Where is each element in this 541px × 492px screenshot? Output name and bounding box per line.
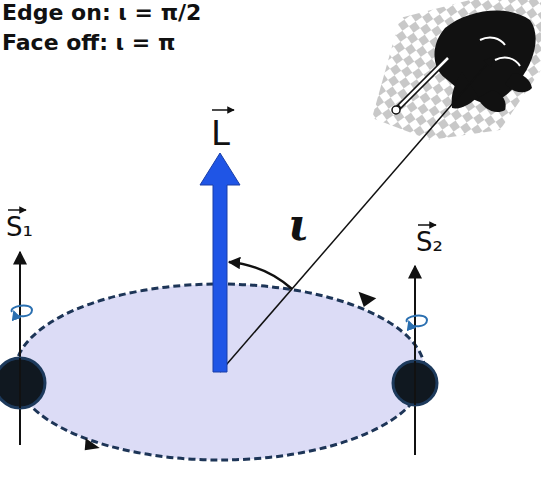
orbit-direction <box>359 289 378 308</box>
black-hole <box>393 361 437 405</box>
inclination-arc <box>229 262 292 289</box>
spin-swirl <box>12 306 32 317</box>
vector-symbol: S₁ <box>6 214 33 240</box>
vector-mark <box>418 224 436 226</box>
vector-symbol: L <box>211 116 230 150</box>
spin-swirl <box>407 316 427 327</box>
spin-arrow <box>19 252 21 445</box>
view-note: Edge on: ι = π/2 <box>2 2 201 24</box>
angular-momentum-arrow <box>200 153 240 372</box>
vector-mark <box>212 109 234 111</box>
orbit-direction <box>83 438 101 454</box>
observer-picture <box>372 0 541 140</box>
black-hole <box>0 358 45 408</box>
line-of-sight <box>220 57 493 372</box>
vector-mark <box>8 209 26 211</box>
vector-symbol: S₂ <box>416 229 443 255</box>
view-note: Face off: ι = π <box>2 32 175 54</box>
angle-symbol: ι <box>288 203 309 247</box>
